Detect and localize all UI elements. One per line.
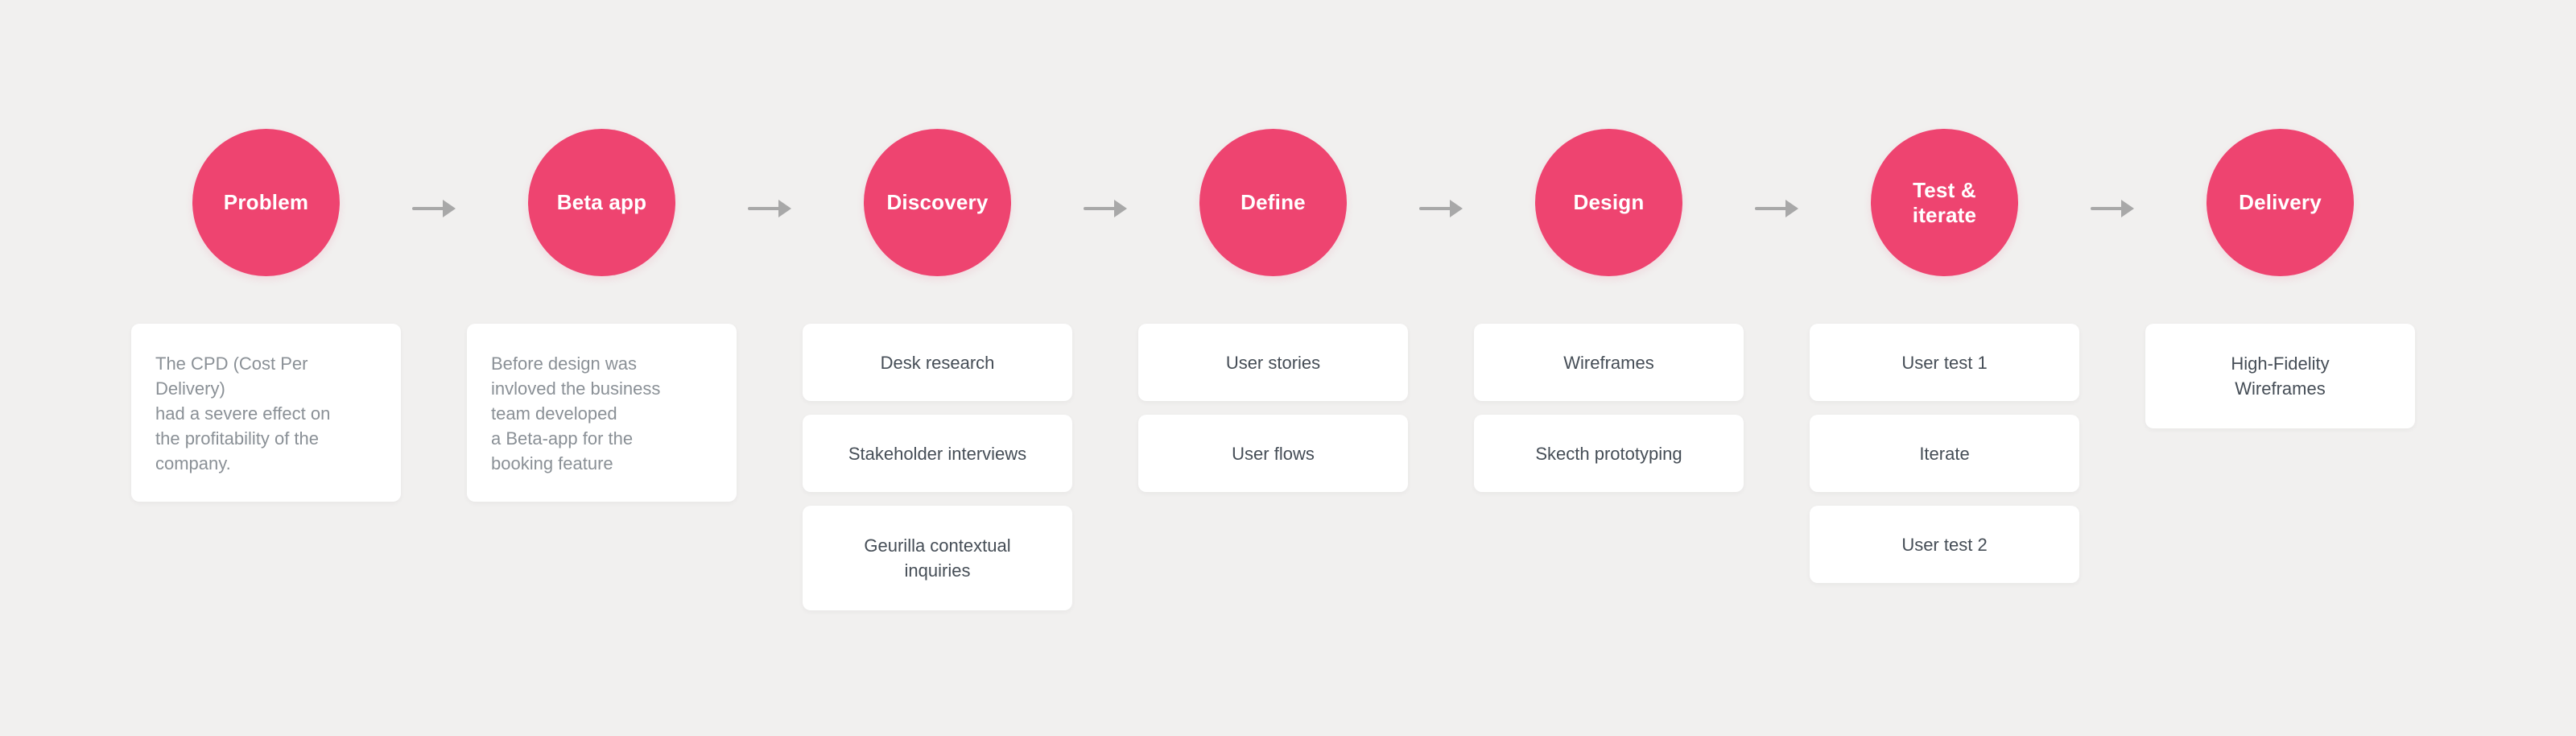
arrow-head (1114, 200, 1127, 217)
stage-circle-test-iterate: Test & iterate (1871, 129, 2018, 276)
stage-label: Problem (223, 190, 309, 214)
arrow-head (443, 200, 456, 217)
stage-column-define: Define User stories User flows (1138, 129, 1463, 610)
arrow-head (778, 200, 791, 217)
arrow-head (1785, 200, 1798, 217)
arrow-head (1450, 200, 1463, 217)
method-card: High-Fidelity Wireframes (2145, 324, 2415, 428)
stage-label: Define (1241, 190, 1306, 214)
arrow-line (1419, 207, 1451, 210)
stage-cards: The CPD (Cost Per Delivery) had a severe… (131, 324, 401, 502)
stage-cards: Before design was invloved the business … (467, 324, 737, 502)
method-card: Skecth prototyping (1474, 415, 1744, 492)
stage-cards: User test 1 Iterate User test 2 (1810, 324, 2079, 583)
stage-label: Test & iterate (1912, 177, 1977, 227)
stage-column-test-iterate: Test & iterate User test 1 Iterate User … (1810, 129, 2134, 610)
stage-cards: Desk research Stakeholder interviews Geu… (803, 324, 1072, 610)
flow-arrow-icon (412, 200, 456, 217)
stage-circle-problem: Problem (192, 129, 340, 276)
method-card: User test 1 (1810, 324, 2079, 401)
stage-label: Design (1573, 190, 1645, 214)
stage-circle-define: Define (1199, 129, 1347, 276)
stage-label: Beta app (556, 190, 647, 214)
stage-circle-beta-app: Beta app (528, 129, 675, 276)
process-flow-diagram: Problem The CPD (Cost Per Delivery) had … (131, 129, 2415, 610)
flow-arrow-icon (748, 200, 791, 217)
flow-arrow-icon (1419, 200, 1463, 217)
stage-label: Delivery (2239, 190, 2322, 214)
note-card: Before design was invloved the business … (467, 324, 737, 502)
arrow-line (2091, 207, 2123, 210)
stage-column-problem: Problem The CPD (Cost Per Delivery) had … (131, 129, 456, 610)
stage-column-beta-app: Beta app Before design was invloved the … (467, 129, 791, 610)
stage-label: Discovery (886, 190, 989, 214)
flow-arrow-icon (1755, 200, 1798, 217)
stage-circle-delivery: Delivery (2207, 129, 2354, 276)
method-card: Geurilla contextual inquiries (803, 506, 1072, 610)
method-card: User flows (1138, 415, 1408, 492)
flow-arrow-icon (1084, 200, 1127, 217)
stage-column-design: Design Wireframes Skecth prototyping (1474, 129, 1798, 610)
stage-cards: Wireframes Skecth prototyping (1474, 324, 1744, 492)
method-card: Desk research (803, 324, 1072, 401)
method-card: Iterate (1810, 415, 2079, 492)
stage-column-discovery: Discovery Desk research Stakeholder inte… (803, 129, 1127, 610)
stage-circle-discovery: Discovery (864, 129, 1011, 276)
method-card: Stakeholder interviews (803, 415, 1072, 492)
arrow-line (748, 207, 780, 210)
note-card: The CPD (Cost Per Delivery) had a severe… (131, 324, 401, 502)
arrow-head (2121, 200, 2134, 217)
arrow-line (1084, 207, 1116, 210)
flow-arrow-icon (2091, 200, 2134, 217)
stage-cards: High-Fidelity Wireframes (2145, 324, 2415, 428)
arrow-line (1755, 207, 1787, 210)
method-card: User stories (1138, 324, 1408, 401)
method-card: User test 2 (1810, 506, 2079, 583)
method-card: Wireframes (1474, 324, 1744, 401)
stage-circle-design: Design (1535, 129, 1682, 276)
arrow-line (412, 207, 444, 210)
stage-cards: User stories User flows (1138, 324, 1408, 492)
stage-column-delivery: Delivery High-Fidelity Wireframes (2145, 129, 2415, 610)
